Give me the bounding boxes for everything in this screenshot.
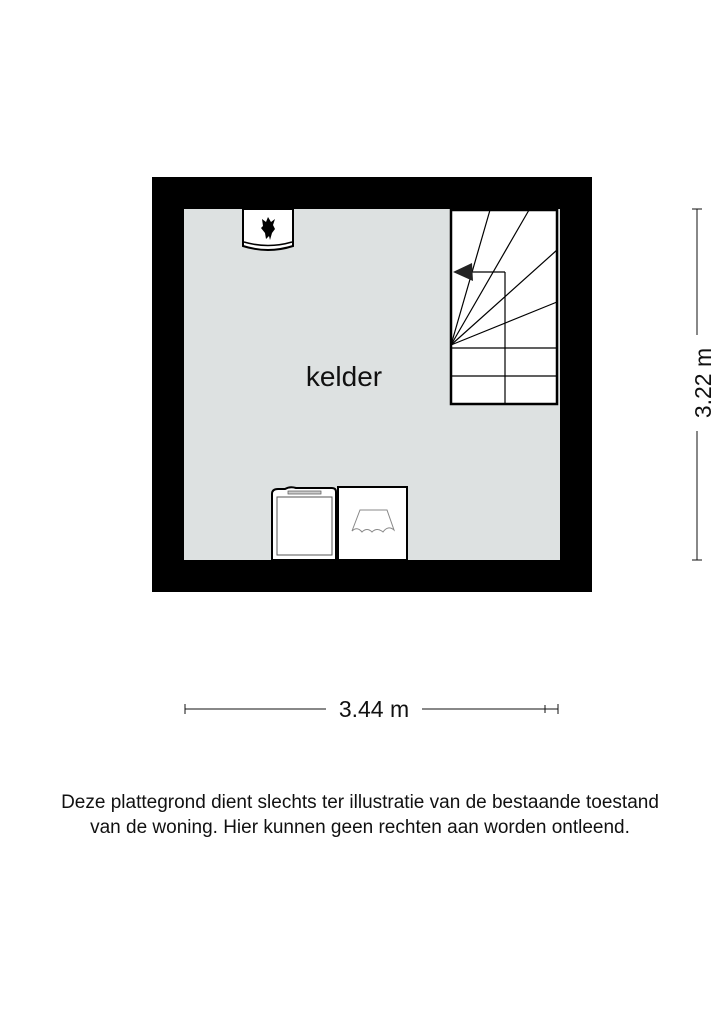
flame-icon xyxy=(261,217,275,240)
disclaimer-line-2: van de woning. Hier kunnen geen rechten … xyxy=(90,817,630,838)
washing-machine-fixture xyxy=(271,486,337,561)
boiler-fixture xyxy=(242,208,294,251)
stair-direction-arrow-icon xyxy=(453,263,473,281)
room-label-kelder: kelder xyxy=(305,361,383,392)
disclaimer-text: Deze plattegrond dient slechts ter illus… xyxy=(0,790,720,840)
staircase xyxy=(449,208,559,406)
height-dimension-label: 3.22 m xyxy=(688,335,718,431)
height-dimension-line xyxy=(692,208,702,561)
width-dimension-label: 3.44 m xyxy=(326,694,422,724)
dryer-fixture xyxy=(337,486,408,561)
width-dimension-line xyxy=(184,704,559,714)
disclaimer-line-1: Deze plattegrond dient slechts ter illus… xyxy=(61,792,659,813)
